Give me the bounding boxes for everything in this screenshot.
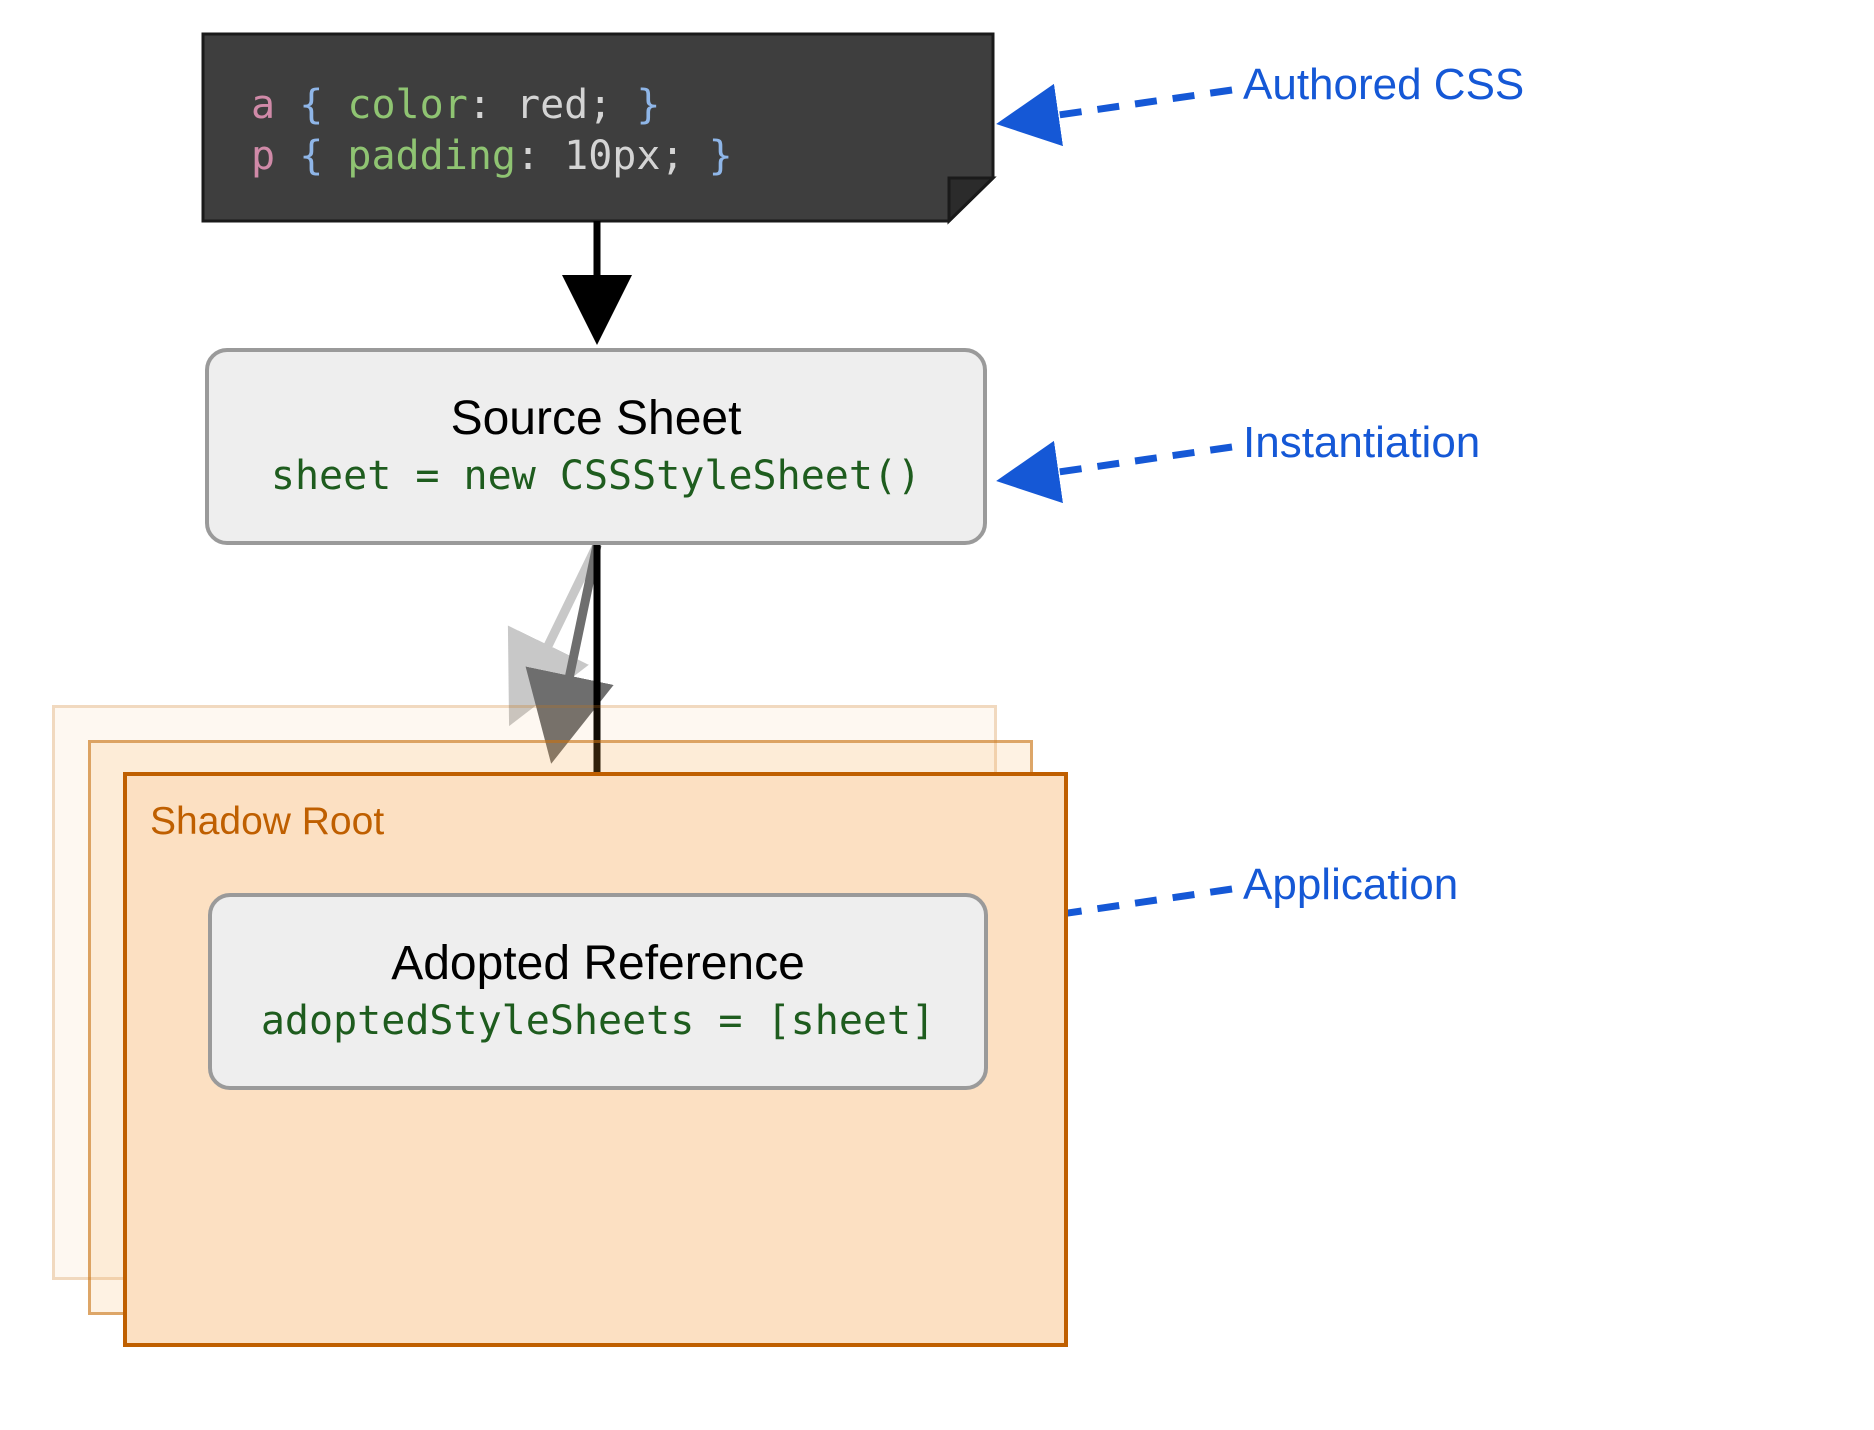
css-brace-open-2: { bbox=[299, 133, 324, 179]
connector-source-to-shadow-mid bbox=[525, 544, 614, 764]
css-brace-close-1: } bbox=[636, 82, 661, 128]
adopted-reference-code: adoptedStyleSheets = [sheet] bbox=[260, 997, 936, 1044]
css-property-padding: padding bbox=[347, 133, 516, 179]
css-value-10px: 10px; bbox=[564, 133, 685, 179]
connector-source-to-shadow-back bbox=[507, 543, 602, 727]
leader-authored-css bbox=[996, 83, 1233, 147]
css-brace-close-2: } bbox=[708, 133, 733, 179]
shadow-root-label: Shadow Root bbox=[150, 800, 385, 843]
css-colon-1: : bbox=[467, 82, 492, 128]
leader-instantiation bbox=[996, 440, 1233, 504]
code-line-2: p { padding: 10px; } bbox=[251, 133, 733, 179]
css-property-color: color bbox=[347, 82, 468, 128]
code-note-box bbox=[201, 32, 997, 225]
adopted-reference-node[interactable]: Adopted Reference adoptedStyleSheets = [… bbox=[208, 893, 988, 1090]
source-sheet-title: Source Sheet bbox=[450, 392, 742, 446]
authored-css-code: a { color: red; } p { padding: 10px; } bbox=[251, 80, 733, 182]
source-sheet-node[interactable]: Source Sheet sheet = new CSSStyleSheet() bbox=[205, 348, 987, 545]
css-selector-p: p bbox=[251, 133, 276, 179]
annotation-instantiation: Instantiation bbox=[1243, 418, 1481, 467]
adopted-reference-title: Adopted Reference bbox=[391, 937, 805, 991]
css-selector-a: a bbox=[251, 82, 276, 128]
annotation-application: Application bbox=[1243, 860, 1459, 909]
css-colon-2: : bbox=[515, 133, 541, 179]
page-fold-corner bbox=[947, 176, 997, 225]
source-sheet-code: sheet = new CSSStyleSheet() bbox=[270, 452, 922, 499]
code-note-text-wrap: a { color: red; } p { padding: 10px; } bbox=[203, 34, 993, 221]
code-line-1: a { color: red; } bbox=[251, 82, 661, 128]
css-value-red: red; bbox=[515, 82, 613, 128]
css-brace-open-1: { bbox=[299, 82, 324, 128]
annotation-authored-css: Authored CSS bbox=[1243, 60, 1525, 109]
